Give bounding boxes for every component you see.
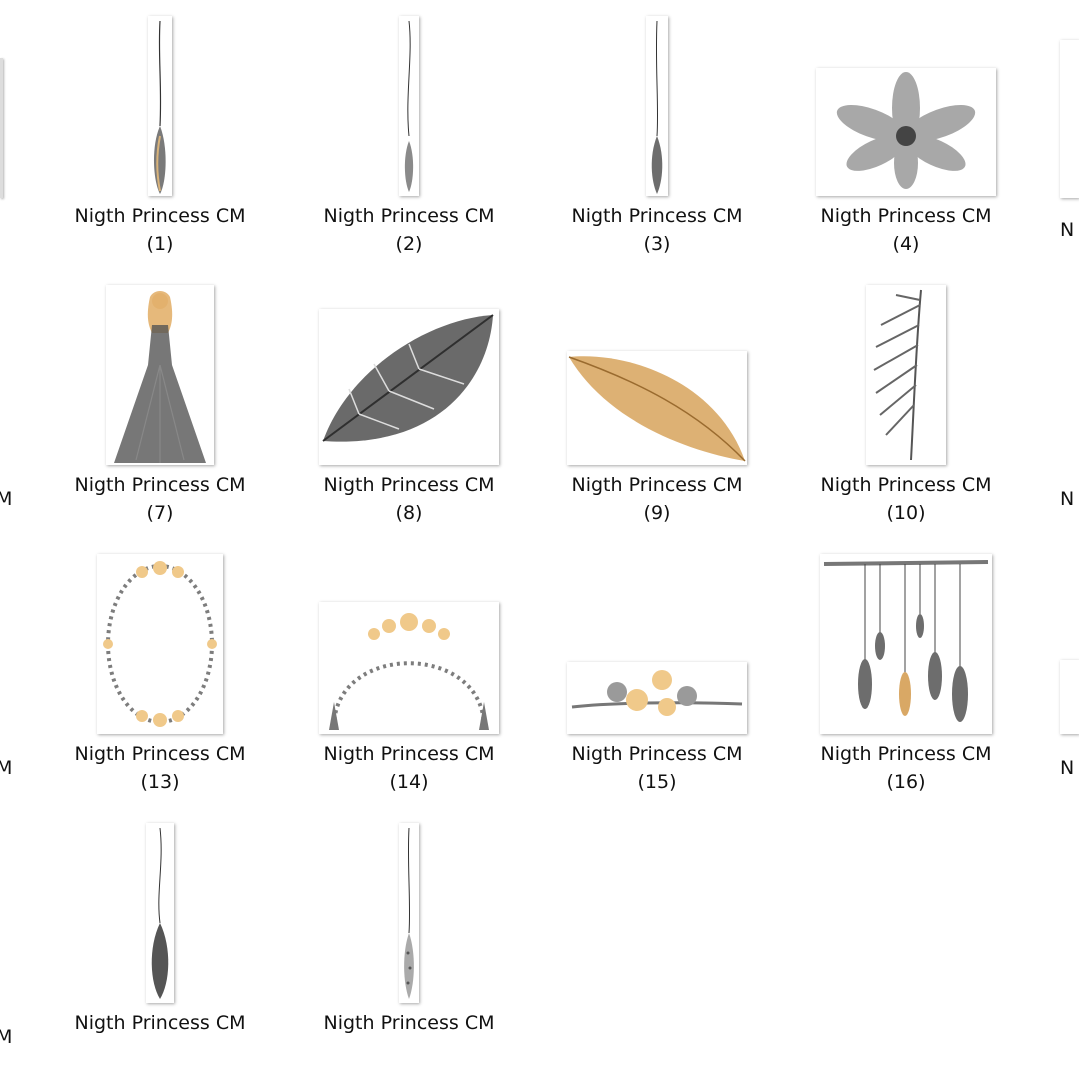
clipped-label-right: N: [1060, 757, 1075, 779]
clipped-thumbnail-right: [1060, 40, 1079, 198]
dangling-feather-icon: [148, 16, 172, 196]
clipped-thumbnail-right: [1060, 660, 1079, 734]
grey-leaf-icon: [319, 309, 499, 465]
grey-flower-icon: [816, 68, 996, 196]
file-label: Nigth Princess CM(4): [820, 205, 992, 255]
file-label: Nigth Princess CM(7): [74, 474, 246, 524]
file-label: Nigth Princess CM(1): [74, 205, 246, 255]
file-item[interactable]: Nigth Princess CM(10): [786, 283, 1026, 527]
file-label: Nigth Princess CM(8): [323, 474, 495, 524]
file-label: Nigth Princess CM(16): [820, 743, 992, 793]
file-item[interactable]: Nigth Princess CM(8): [289, 283, 529, 527]
file-label: Nigth Princess CM: [74, 1012, 246, 1034]
speckled-feather-icon: [399, 823, 419, 1003]
file-label: Nigth Princess CM(13): [74, 743, 246, 793]
file-label: Nigth Princess CM(3): [571, 205, 743, 255]
file-label: Nigth Princess CM(14): [323, 743, 495, 793]
file-item[interactable]: Nigth Princess CM: [40, 821, 280, 1037]
floral-swag-icon: [567, 662, 747, 734]
file-item[interactable]: Nigth Princess CM(4): [786, 14, 1026, 258]
oval-wreath-icon: [97, 554, 223, 734]
clipped-label-right: N: [1060, 488, 1075, 510]
file-item[interactable]: Nigth Princess CM(16): [786, 552, 1026, 796]
clipped-label-right: N: [1060, 219, 1075, 241]
file-item[interactable]: Nigth Princess CM: [289, 821, 529, 1037]
file-item[interactable]: Nigth Princess CM(2): [289, 14, 529, 258]
file-item[interactable]: Nigth Princess CM(1): [40, 14, 280, 258]
clipped-label-left: M: [0, 488, 13, 510]
file-item[interactable]: Nigth Princess CM(9): [537, 283, 777, 527]
fern-branch-icon: [866, 285, 946, 465]
file-label: Nigth Princess CM(9): [571, 474, 743, 524]
file-item[interactable]: Nigth Princess CM(14): [289, 552, 529, 796]
file-label: Nigth Princess CM(2): [323, 205, 495, 255]
dreamcatcher-feathers-icon: [820, 554, 992, 734]
file-item[interactable]: Nigth Princess CM(15): [537, 552, 777, 796]
princess-dress-icon: [106, 285, 214, 465]
golden-leaf-icon: [567, 351, 747, 465]
clipped-label-left: M: [0, 1026, 13, 1048]
dark-feather-icon: [146, 823, 174, 1003]
floral-arch-icon: [319, 602, 499, 734]
file-item[interactable]: Nigth Princess CM(3): [537, 14, 777, 258]
file-item[interactable]: Nigth Princess CM(13): [40, 552, 280, 796]
file-label: Nigth Princess CM: [323, 1012, 495, 1034]
file-label: Nigth Princess CM(10): [820, 474, 992, 524]
grey-feather-icon: [646, 16, 668, 196]
clipped-label-left: M: [0, 757, 13, 779]
thin-feather-icon: [399, 16, 419, 196]
clipped-thumbnail-left: [0, 58, 3, 198]
file-label: Nigth Princess CM(15): [571, 743, 743, 793]
file-item[interactable]: Nigth Princess CM(7): [40, 283, 280, 527]
